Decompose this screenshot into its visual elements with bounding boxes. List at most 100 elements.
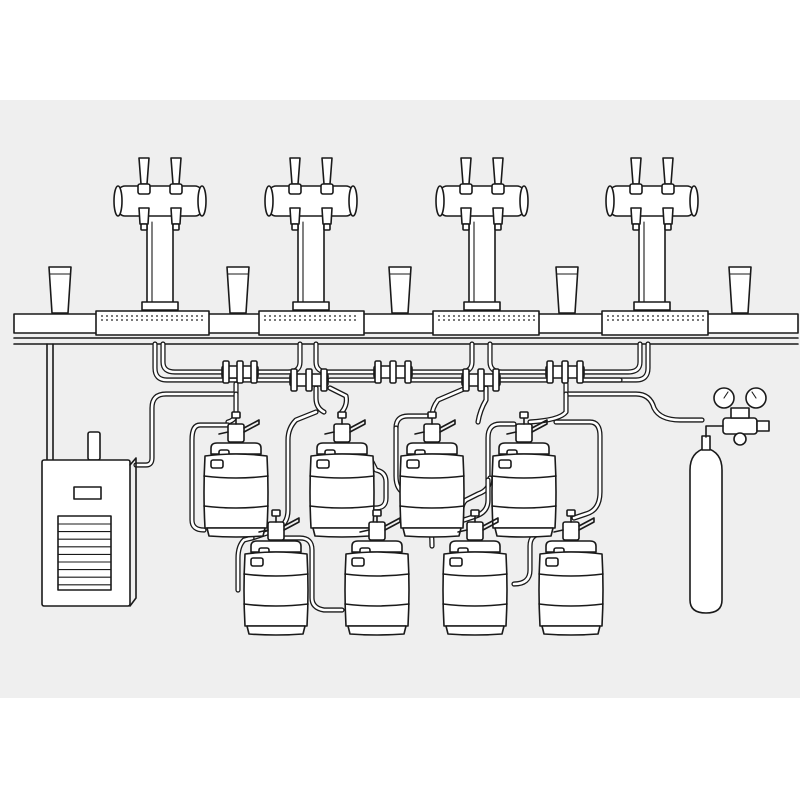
- keg-body: [538, 551, 604, 627]
- beer-glasses: [48, 266, 752, 314]
- tap-handle-left: [137, 157, 151, 231]
- beer-glass-2: [226, 266, 250, 314]
- beer-glass-3: [388, 266, 412, 314]
- drip-tray-grille: [607, 315, 704, 321]
- keg-back-3: [399, 411, 465, 538]
- keg-body: [344, 551, 410, 627]
- coupler-handle: [439, 419, 456, 433]
- keg-coupler: [368, 521, 386, 541]
- coupler-handle: [578, 517, 595, 531]
- hose-18: [313, 385, 327, 415]
- coupler-handle: [482, 517, 499, 531]
- hose-19: [475, 385, 489, 425]
- tower-head: [439, 185, 525, 217]
- hose-20: [527, 391, 569, 425]
- keg-label: [316, 459, 330, 469]
- tower-base: [633, 301, 671, 311]
- tower-base: [292, 301, 330, 311]
- glycol-chiller: [41, 343, 137, 607]
- hose-2: [160, 341, 228, 375]
- keg-coupler: [423, 423, 441, 443]
- keg-bottom-chime: [402, 527, 462, 538]
- keg-bottom-chime: [312, 527, 372, 538]
- drip-tray-grille: [264, 315, 356, 321]
- tap-tower-3: [435, 157, 529, 311]
- tower-column: [297, 213, 325, 311]
- chiller-display: [73, 486, 102, 500]
- tap-handle-right: [661, 157, 675, 231]
- tap-handle-right: [169, 157, 183, 231]
- manifold-2: [289, 368, 329, 392]
- tap-tower-1: [113, 157, 207, 311]
- kegs: [203, 411, 604, 636]
- tower-head: [117, 185, 203, 217]
- keg-label: [545, 557, 559, 567]
- keg-label: [449, 557, 463, 567]
- tap-handle-right: [320, 157, 334, 231]
- keg-bottom-chime: [246, 625, 306, 636]
- hose-7: [579, 341, 643, 375]
- hose-23: [189, 422, 231, 533]
- keg-body: [309, 453, 375, 529]
- drip-tray-1: [95, 310, 210, 336]
- keg-coupler: [267, 521, 285, 541]
- drip-tray-4: [601, 310, 709, 336]
- co2-cylinder: [689, 435, 723, 614]
- manifold-5: [545, 360, 585, 384]
- keg-back-4: [491, 411, 557, 538]
- hose-8: [579, 341, 651, 383]
- drip-tray-grille: [101, 315, 203, 321]
- keg-bottom-chime: [494, 527, 554, 538]
- drip-tray-grille: [438, 315, 535, 321]
- tower-column: [468, 213, 496, 311]
- keg-front-1: [243, 509, 309, 636]
- keg-body: [399, 453, 465, 529]
- tower-head: [268, 185, 354, 217]
- keg-bottom-chime: [206, 527, 266, 538]
- coupler-handle: [531, 419, 548, 433]
- keg-label: [498, 459, 512, 469]
- tap-tower-2: [264, 157, 358, 311]
- coupler-handle: [243, 419, 260, 433]
- hose-27: [553, 419, 603, 521]
- tap-towers: [113, 157, 699, 311]
- keg-body: [442, 551, 508, 627]
- tap-handle-left: [629, 157, 643, 231]
- tower-column: [638, 213, 666, 311]
- tap-handle-left: [459, 157, 473, 231]
- keg-front-4: [538, 509, 604, 636]
- keg-coupler: [562, 521, 580, 541]
- tap-handle-right: [491, 157, 505, 231]
- drip-tray-3: [432, 310, 540, 336]
- hose-4: [313, 341, 381, 375]
- hose-1: [152, 341, 228, 383]
- beer-glass-4: [555, 266, 579, 314]
- drip-tray-2: [258, 310, 365, 336]
- chiller-vent: [57, 515, 112, 591]
- manifold-4: [461, 368, 501, 392]
- keg-label: [406, 459, 420, 469]
- keg-front-2: [344, 509, 410, 636]
- keg-coupler: [515, 423, 533, 443]
- keg-back-2: [309, 411, 375, 538]
- keg-front-3: [442, 509, 508, 636]
- hose-26: [485, 421, 517, 483]
- hose-15: [133, 381, 239, 468]
- tower-base: [463, 301, 501, 311]
- keg-label: [210, 459, 224, 469]
- tower-head: [609, 185, 695, 217]
- hose-29: [275, 535, 345, 613]
- manifold-1: [221, 360, 259, 384]
- drip-trays: [95, 310, 709, 336]
- keg-label: [250, 557, 264, 567]
- keg-bottom-chime: [541, 625, 601, 636]
- keg-coupler: [466, 521, 484, 541]
- beer-glass-5: [728, 266, 752, 314]
- tap-tower-4: [605, 157, 699, 311]
- tap-handle-left: [288, 157, 302, 231]
- coupler-handle: [349, 419, 366, 433]
- keg-coupler: [227, 423, 245, 443]
- keg-coupler: [333, 423, 351, 443]
